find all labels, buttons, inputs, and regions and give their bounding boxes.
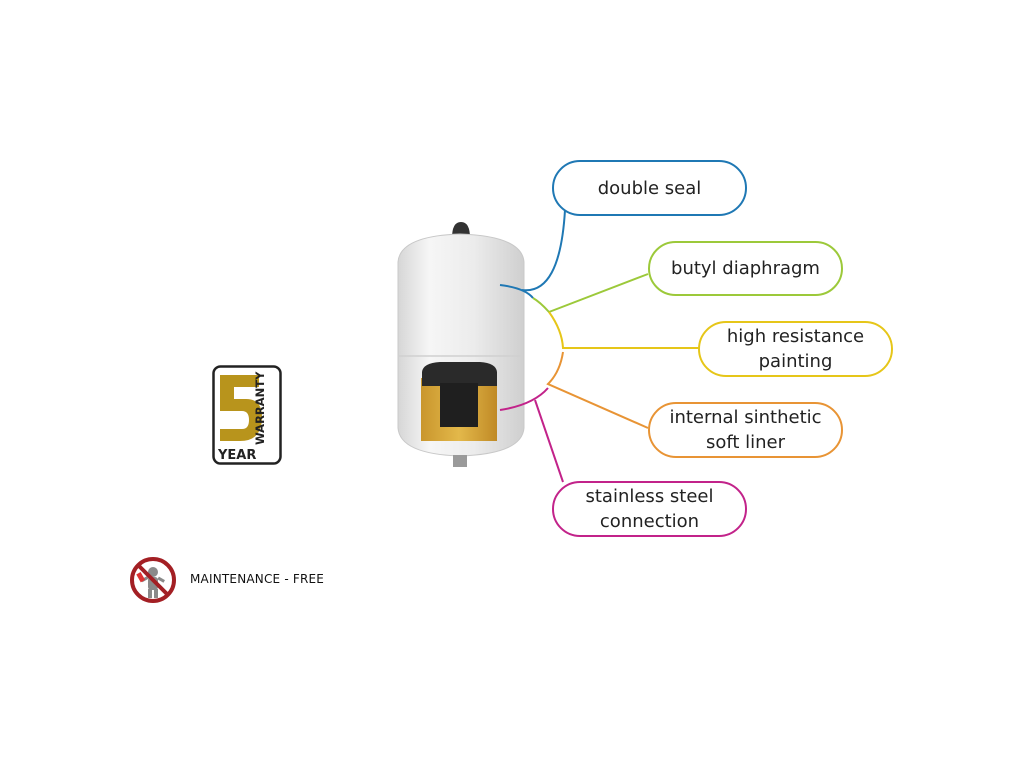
- callout-high-resistance-painting: high resistance painting: [698, 321, 893, 377]
- callout-text: butyl diaphragm: [671, 258, 820, 279]
- five-year-warranty-badge: WARRANTY YEAR: [212, 365, 282, 465]
- warranty-vertical-text: WARRANTY: [253, 371, 267, 445]
- callout-text: double seal: [597, 177, 702, 199]
- maintenance-free-label: MAINTENANCE - FREE: [190, 572, 325, 586]
- callout-internal-liner: internal sinthetic soft liner: [648, 402, 843, 458]
- leader-internal-liner: [546, 351, 649, 429]
- callout-double-seal: double seal: [552, 160, 747, 216]
- callout-butyl-diaphragm: butyl diaphragm: [648, 241, 843, 296]
- leader-lines: [499, 209, 700, 483]
- leader-butyl-diaphragm: [532, 273, 649, 314]
- callout-text: connection: [599, 511, 700, 532]
- callout-text: stainless steel: [585, 486, 714, 507]
- expansion-tank-image: [397, 222, 525, 467]
- callout-text: high resistance: [726, 326, 865, 347]
- callout-stainless-connection: stainless steel connection: [552, 481, 747, 537]
- callout-text: soft liner: [705, 432, 786, 453]
- callout-text: internal sinthetic: [669, 407, 822, 428]
- no-tools-icon: [130, 557, 176, 603]
- warranty-year-text: YEAR: [217, 448, 256, 463]
- callout-text: painting: [758, 351, 833, 372]
- leader-stainless: [534, 399, 564, 483]
- leader-high-resistance: [548, 311, 700, 349]
- leader-double-seal: [521, 209, 566, 292]
